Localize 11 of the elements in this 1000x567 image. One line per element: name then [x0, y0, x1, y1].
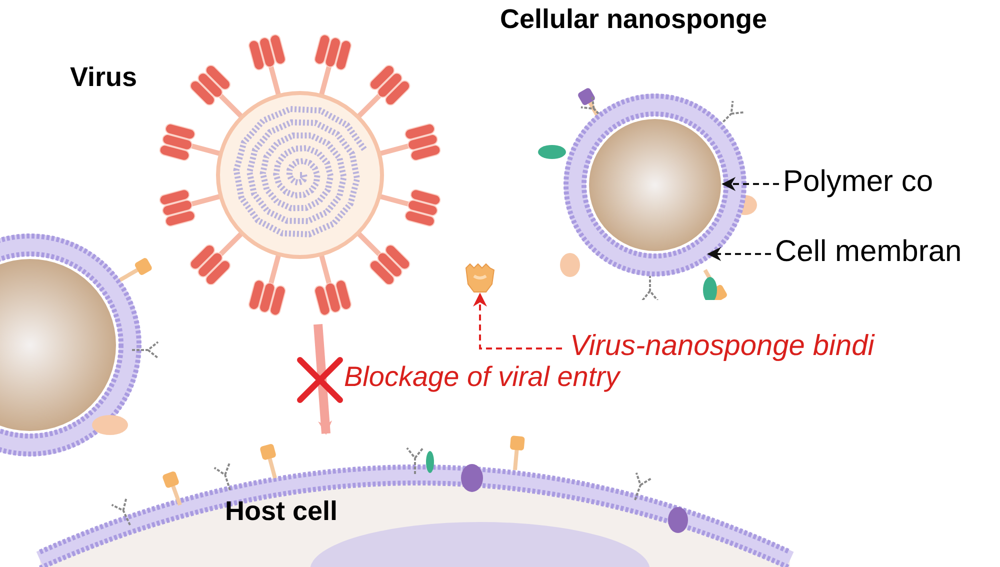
callout-label: Polymer co — [783, 165, 934, 199]
leader-line — [707, 247, 771, 261]
leader-line — [473, 292, 562, 350]
membrane-ring — [564, 94, 746, 276]
polymer-core — [589, 119, 721, 251]
leader-line — [722, 177, 779, 191]
callout-label: Virus-nanosponge bindi — [570, 330, 874, 363]
nanosponge-title: Cellular nanosponge — [500, 4, 768, 35]
arrow — [314, 324, 332, 435]
virus-title: Virus — [70, 62, 138, 93]
callout-label: Cell membran — [775, 235, 962, 269]
